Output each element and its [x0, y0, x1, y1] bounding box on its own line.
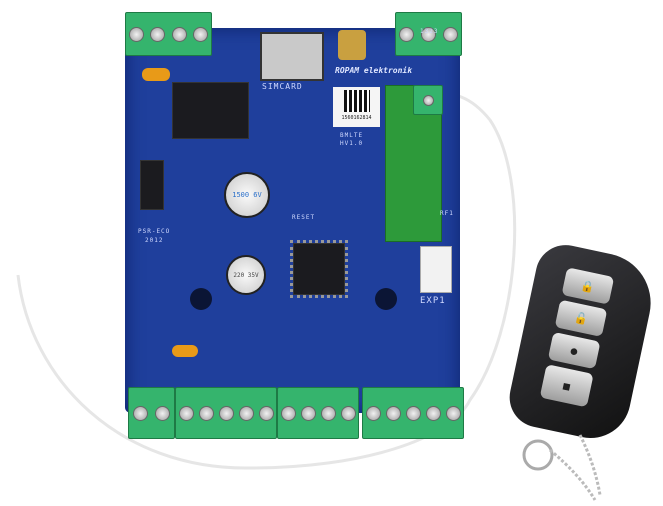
terminal-block-top-left — [125, 12, 212, 56]
sim-card-slot — [260, 32, 324, 81]
datamatrix-code — [343, 90, 370, 112]
keyring-chain — [522, 434, 602, 501]
code-label: 1323 — [420, 28, 439, 35]
psr-label: PSR-ECO — [138, 228, 171, 235]
terminal-block-bottom-4 — [362, 387, 464, 439]
modem-module — [172, 82, 249, 139]
model-label: BMLTE — [340, 132, 364, 139]
capacitor-large: 1500 6V — [224, 172, 270, 218]
serial-sticker: 1560162814 — [333, 87, 380, 127]
unlock-icon: 🔓 — [554, 299, 608, 337]
mounting-hole-right — [375, 288, 397, 310]
rf-label: RF1 — [440, 210, 454, 217]
exp-label: EXP1 — [420, 296, 446, 306]
exp-connector — [420, 246, 452, 293]
brand-logo: ROPAM elektronik — [335, 66, 413, 75]
terminal-block-top-right — [395, 12, 462, 56]
microcontroller — [290, 240, 348, 298]
pin-header — [140, 160, 164, 210]
serial-number: 1560162814 — [341, 115, 372, 121]
simcard-label: SIMCARD — [262, 82, 303, 91]
square-icon: ■ — [539, 364, 594, 408]
reset-label: RESET — [292, 214, 316, 221]
hw-version-label: HV1.0 — [340, 140, 364, 147]
fuse-2 — [172, 345, 198, 357]
capacitor-small: 220 35V — [226, 255, 266, 295]
rf-antenna-terminal — [413, 85, 443, 115]
circle-icon: ● — [547, 331, 601, 370]
psr-year: 2012 — [145, 237, 164, 244]
mounting-hole-left — [190, 288, 212, 310]
terminal-block-bottom-3 — [277, 387, 359, 439]
antenna-connector — [338, 30, 366, 60]
fuse — [142, 68, 170, 81]
terminal-block-bottom-1 — [128, 387, 175, 439]
lock-icon: 🔒 — [561, 267, 615, 305]
terminal-block-bottom-2 — [175, 387, 277, 439]
